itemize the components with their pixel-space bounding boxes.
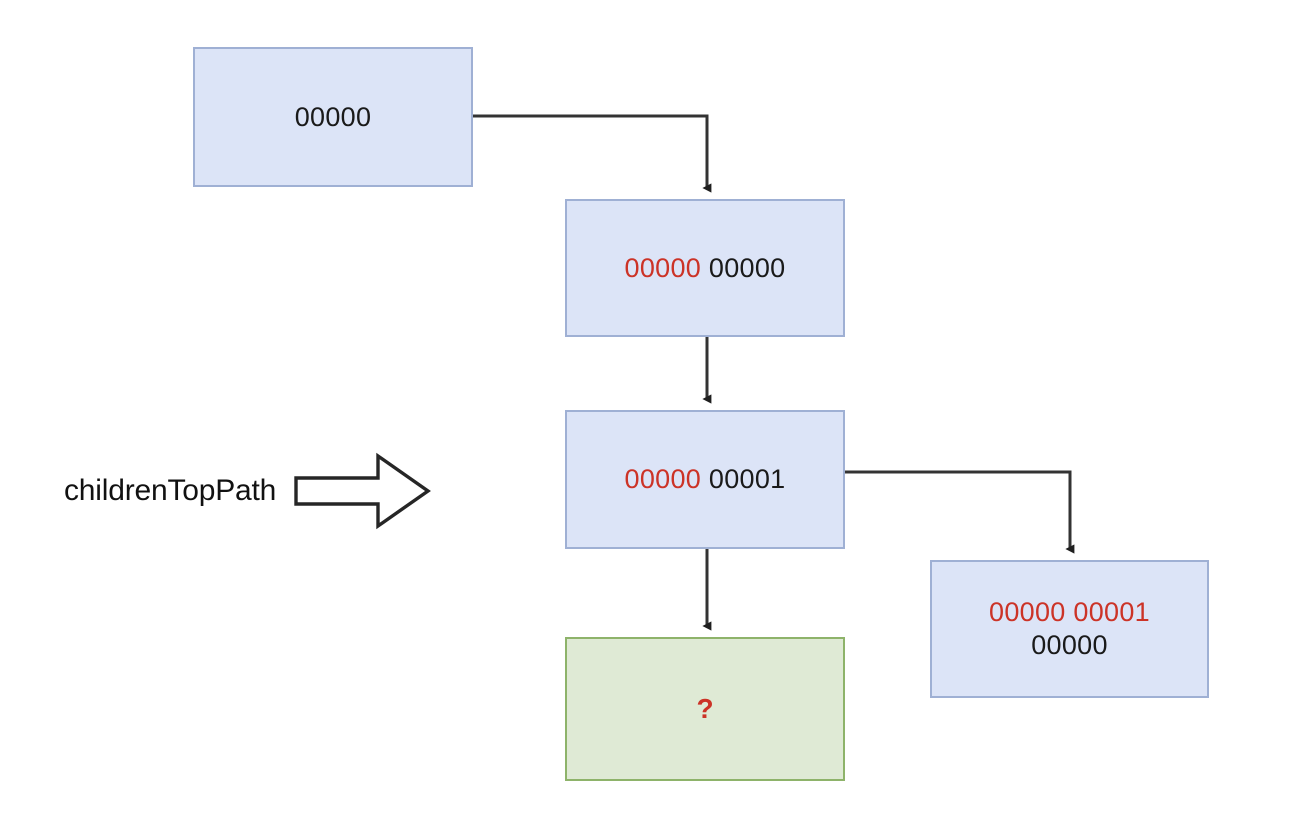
node-child-line-1: 00000 00001 xyxy=(989,596,1150,629)
node-child-segment-black: 00000 xyxy=(1031,630,1108,660)
node-root-segment-black: 00000 xyxy=(294,101,372,132)
node-level-2-segment-red: 00000 xyxy=(624,464,702,495)
annotation-label: childrenTopPath xyxy=(64,474,277,507)
node-root-line-1: 00000 xyxy=(295,101,372,134)
edge-root-to-lvl1 xyxy=(473,114,712,193)
node-level-1-segment-black: 00000 xyxy=(708,252,786,283)
block-arrow-right-icon xyxy=(294,452,432,530)
node-level-2-line-1: 00000 00001 xyxy=(625,463,786,496)
edge-lvl2-to-child xyxy=(845,470,1075,554)
node-child-line-2: 00000 xyxy=(1031,629,1108,662)
node-level-2-segment-black: 00001 xyxy=(708,464,786,495)
node-child-segment-red: 00000 00001 xyxy=(989,597,1150,628)
node-unknown-question-mark: ? xyxy=(696,692,714,724)
node-child[interactable]: 00000 00001 00000 xyxy=(930,560,1209,698)
annotation-children-top-path: childrenTopPath xyxy=(64,452,432,530)
node-level-1-segment-red: 00000 xyxy=(624,252,702,283)
node-unknown[interactable]: ? xyxy=(565,637,845,781)
node-level-1-line-1: 00000 00000 xyxy=(625,252,786,285)
node-level-2[interactable]: 00000 00001 xyxy=(565,410,845,549)
node-level-1-space xyxy=(701,253,709,283)
node-level-1[interactable]: 00000 00000 xyxy=(565,199,845,337)
node-level-2-space xyxy=(701,464,709,494)
node-root[interactable]: 00000 xyxy=(193,47,473,187)
